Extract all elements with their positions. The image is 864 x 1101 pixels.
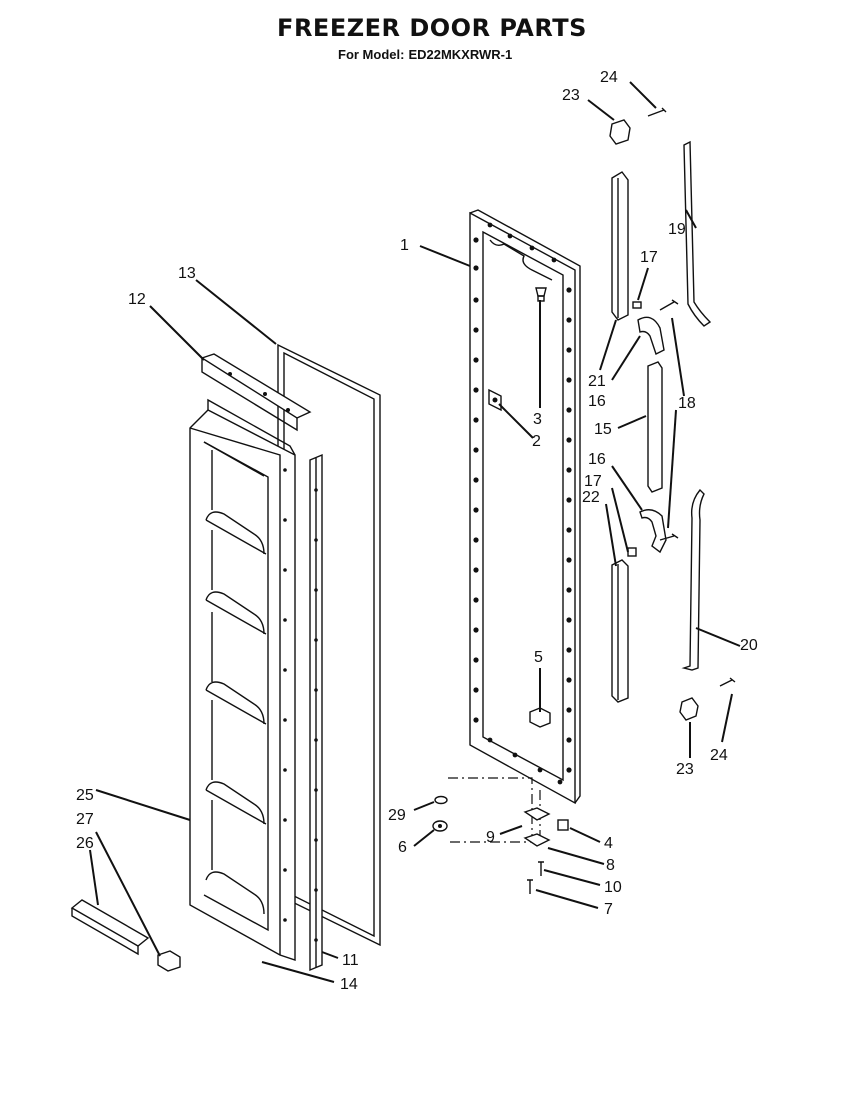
callout-11: 11 bbox=[342, 952, 359, 969]
callout-24b: 24 bbox=[710, 747, 728, 764]
handle-parts bbox=[609, 107, 736, 721]
callout-2: 2 bbox=[532, 433, 541, 450]
inner-door-liner bbox=[189, 398, 296, 961]
callout-17b: 17 bbox=[584, 473, 602, 490]
callout-3: 3 bbox=[533, 411, 542, 428]
callout-16a: 16 bbox=[588, 393, 606, 410]
callout-23a: 23 bbox=[562, 87, 580, 104]
callout-14: 14 bbox=[340, 976, 358, 993]
callout-23b: 23 bbox=[676, 761, 694, 778]
diagram-title: FREEZER DOOR PARTS bbox=[277, 14, 587, 42]
callout-6: 6 bbox=[398, 839, 407, 856]
callout-13: 13 bbox=[178, 265, 196, 282]
callout-5: 5 bbox=[534, 649, 543, 666]
callout-7: 7 bbox=[604, 901, 613, 918]
breaker-strip bbox=[309, 453, 323, 972]
callout-26: 26 bbox=[76, 835, 94, 852]
top-trim bbox=[200, 353, 312, 432]
callout-22: 22 bbox=[582, 489, 600, 506]
callout-10: 10 bbox=[604, 879, 622, 896]
callout-25: 25 bbox=[76, 787, 94, 804]
outer-door-panel bbox=[469, 209, 581, 805]
model-number: ED22MKXRWR-1 bbox=[408, 47, 513, 62]
model-label: For Model: bbox=[338, 47, 405, 62]
callout-19: 19 bbox=[668, 221, 686, 238]
leader-lines bbox=[89, 81, 741, 983]
hinge-hardware bbox=[432, 777, 569, 894]
callout-4: 4 bbox=[604, 835, 613, 852]
callout-20: 20 bbox=[740, 637, 758, 654]
callout-16b: 16 bbox=[588, 451, 606, 468]
callout-18: 18 bbox=[678, 395, 696, 412]
callout-1: 1 bbox=[400, 237, 409, 254]
callout-24a: 24 bbox=[600, 69, 618, 86]
callout-8: 8 bbox=[606, 857, 615, 874]
callout-21: 21 bbox=[588, 373, 606, 390]
callout-29: 29 bbox=[388, 807, 406, 824]
callout-15: 15 bbox=[594, 421, 612, 438]
bottom-trim-bar bbox=[70, 899, 150, 956]
callout-17a: 17 bbox=[640, 249, 658, 266]
callout-9: 9 bbox=[486, 829, 495, 846]
trim-clip bbox=[157, 950, 181, 972]
callout-numbers: 1 2 3 4 5 6 7 8 9 10 11 12 13 14 15 16 1… bbox=[76, 69, 758, 993]
callout-27: 27 bbox=[76, 811, 94, 828]
callout-12: 12 bbox=[128, 291, 146, 308]
model-subtitle: For Model:ED22MKXRWR-1 bbox=[338, 47, 516, 62]
